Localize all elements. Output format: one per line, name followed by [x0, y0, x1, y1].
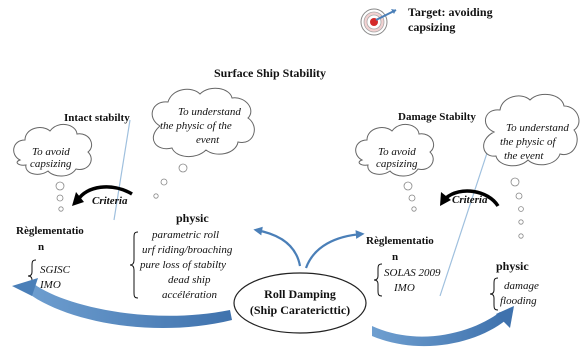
- intact-heading: Intact stabilty: [64, 112, 130, 124]
- regulation-heading-right-line2: n: [392, 251, 398, 263]
- physic-brace-right: [489, 277, 499, 311]
- physic-item-left-1: parametric roll: [151, 229, 219, 241]
- cloud-avoid-left-line2: capsizing: [30, 158, 72, 170]
- arrowhead-regulation-left: [12, 278, 38, 296]
- physic-item-left-4: dead ship: [168, 274, 211, 286]
- regulation-heading-left-line1: Règlementatio: [16, 225, 84, 237]
- cloud-avoid-right-line1: To avoid: [378, 146, 416, 158]
- arrow-to-regulation-right: [304, 230, 365, 269]
- roll-damping-line2: (Ship Caratericttic): [250, 303, 350, 317]
- arrow-to-physic-right: [372, 312, 506, 347]
- criteria-label-right: Criteria: [452, 194, 488, 206]
- physic-heading-left: physic: [176, 211, 209, 225]
- cloud-understand-right: [483, 93, 580, 239]
- regulation-heading-left-line2: n: [38, 241, 44, 253]
- target-label-line1: Target: avoiding: [408, 5, 493, 19]
- regulation-brace-right: [373, 263, 383, 297]
- arrowhead-physic-right: [496, 306, 514, 328]
- regulation-item-left-2: IMO: [39, 279, 61, 291]
- regulation-item-right-1: SOLAS 2009: [384, 267, 441, 279]
- physic-item-right-1: damage: [504, 280, 539, 292]
- target-icon: [360, 8, 397, 36]
- divider-right: [439, 149, 489, 297]
- cloud-avoid-right-line2: capsizing: [376, 158, 418, 170]
- cloud-understand-left: [151, 87, 255, 199]
- cloud-understand-left-line3: event: [196, 134, 220, 146]
- cloud-avoid-left: [13, 123, 92, 212]
- arrow-to-physic-left: [253, 226, 302, 267]
- target-label-line2: capsizing: [408, 20, 455, 34]
- cloud-avoid-left-line1: To avoid: [32, 146, 70, 158]
- roll-damping-line1: Roll Damping: [264, 287, 336, 301]
- criteria-arrow-left: [76, 185, 133, 202]
- criteria-arrowhead-right: [440, 192, 451, 206]
- cloud-understand-left-line1: To understand: [178, 106, 241, 118]
- physic-heading-right: physic: [496, 259, 529, 273]
- criteria-label-left: Criteria: [92, 195, 128, 207]
- physic-item-left-2: urf riding/broaching: [142, 244, 233, 256]
- physic-item-right-2: flooding: [500, 295, 537, 307]
- cloud-understand-right-line1: To understand: [506, 122, 569, 134]
- regulation-heading-right-line1: Règlementatio: [366, 235, 434, 247]
- page-title: Surface Ship Stability: [214, 66, 326, 80]
- criteria-arrow-right: [444, 189, 500, 208]
- regulation-item-right-2: IMO: [393, 282, 415, 294]
- regulation-item-left-1: SGISC: [40, 264, 71, 276]
- damage-heading: Damage Stabilty: [398, 111, 476, 123]
- criteria-arrowhead-left: [72, 192, 84, 206]
- physic-brace-left: [129, 231, 139, 299]
- cloud-understand-right-line3: the event: [504, 150, 544, 162]
- cloud-understand-left-line2: the physic of the: [160, 120, 232, 132]
- physic-item-left-3: pure loss of stabilty: [139, 259, 226, 271]
- divider-left: [113, 119, 131, 221]
- arrow-to-regulation-left: [24, 284, 232, 329]
- cloud-understand-right-line2: the physic of: [500, 136, 558, 148]
- cloud-avoid-right: [355, 123, 434, 212]
- roll-damping-ellipse: [233, 272, 367, 334]
- physic-item-left-5: accélération: [162, 289, 217, 301]
